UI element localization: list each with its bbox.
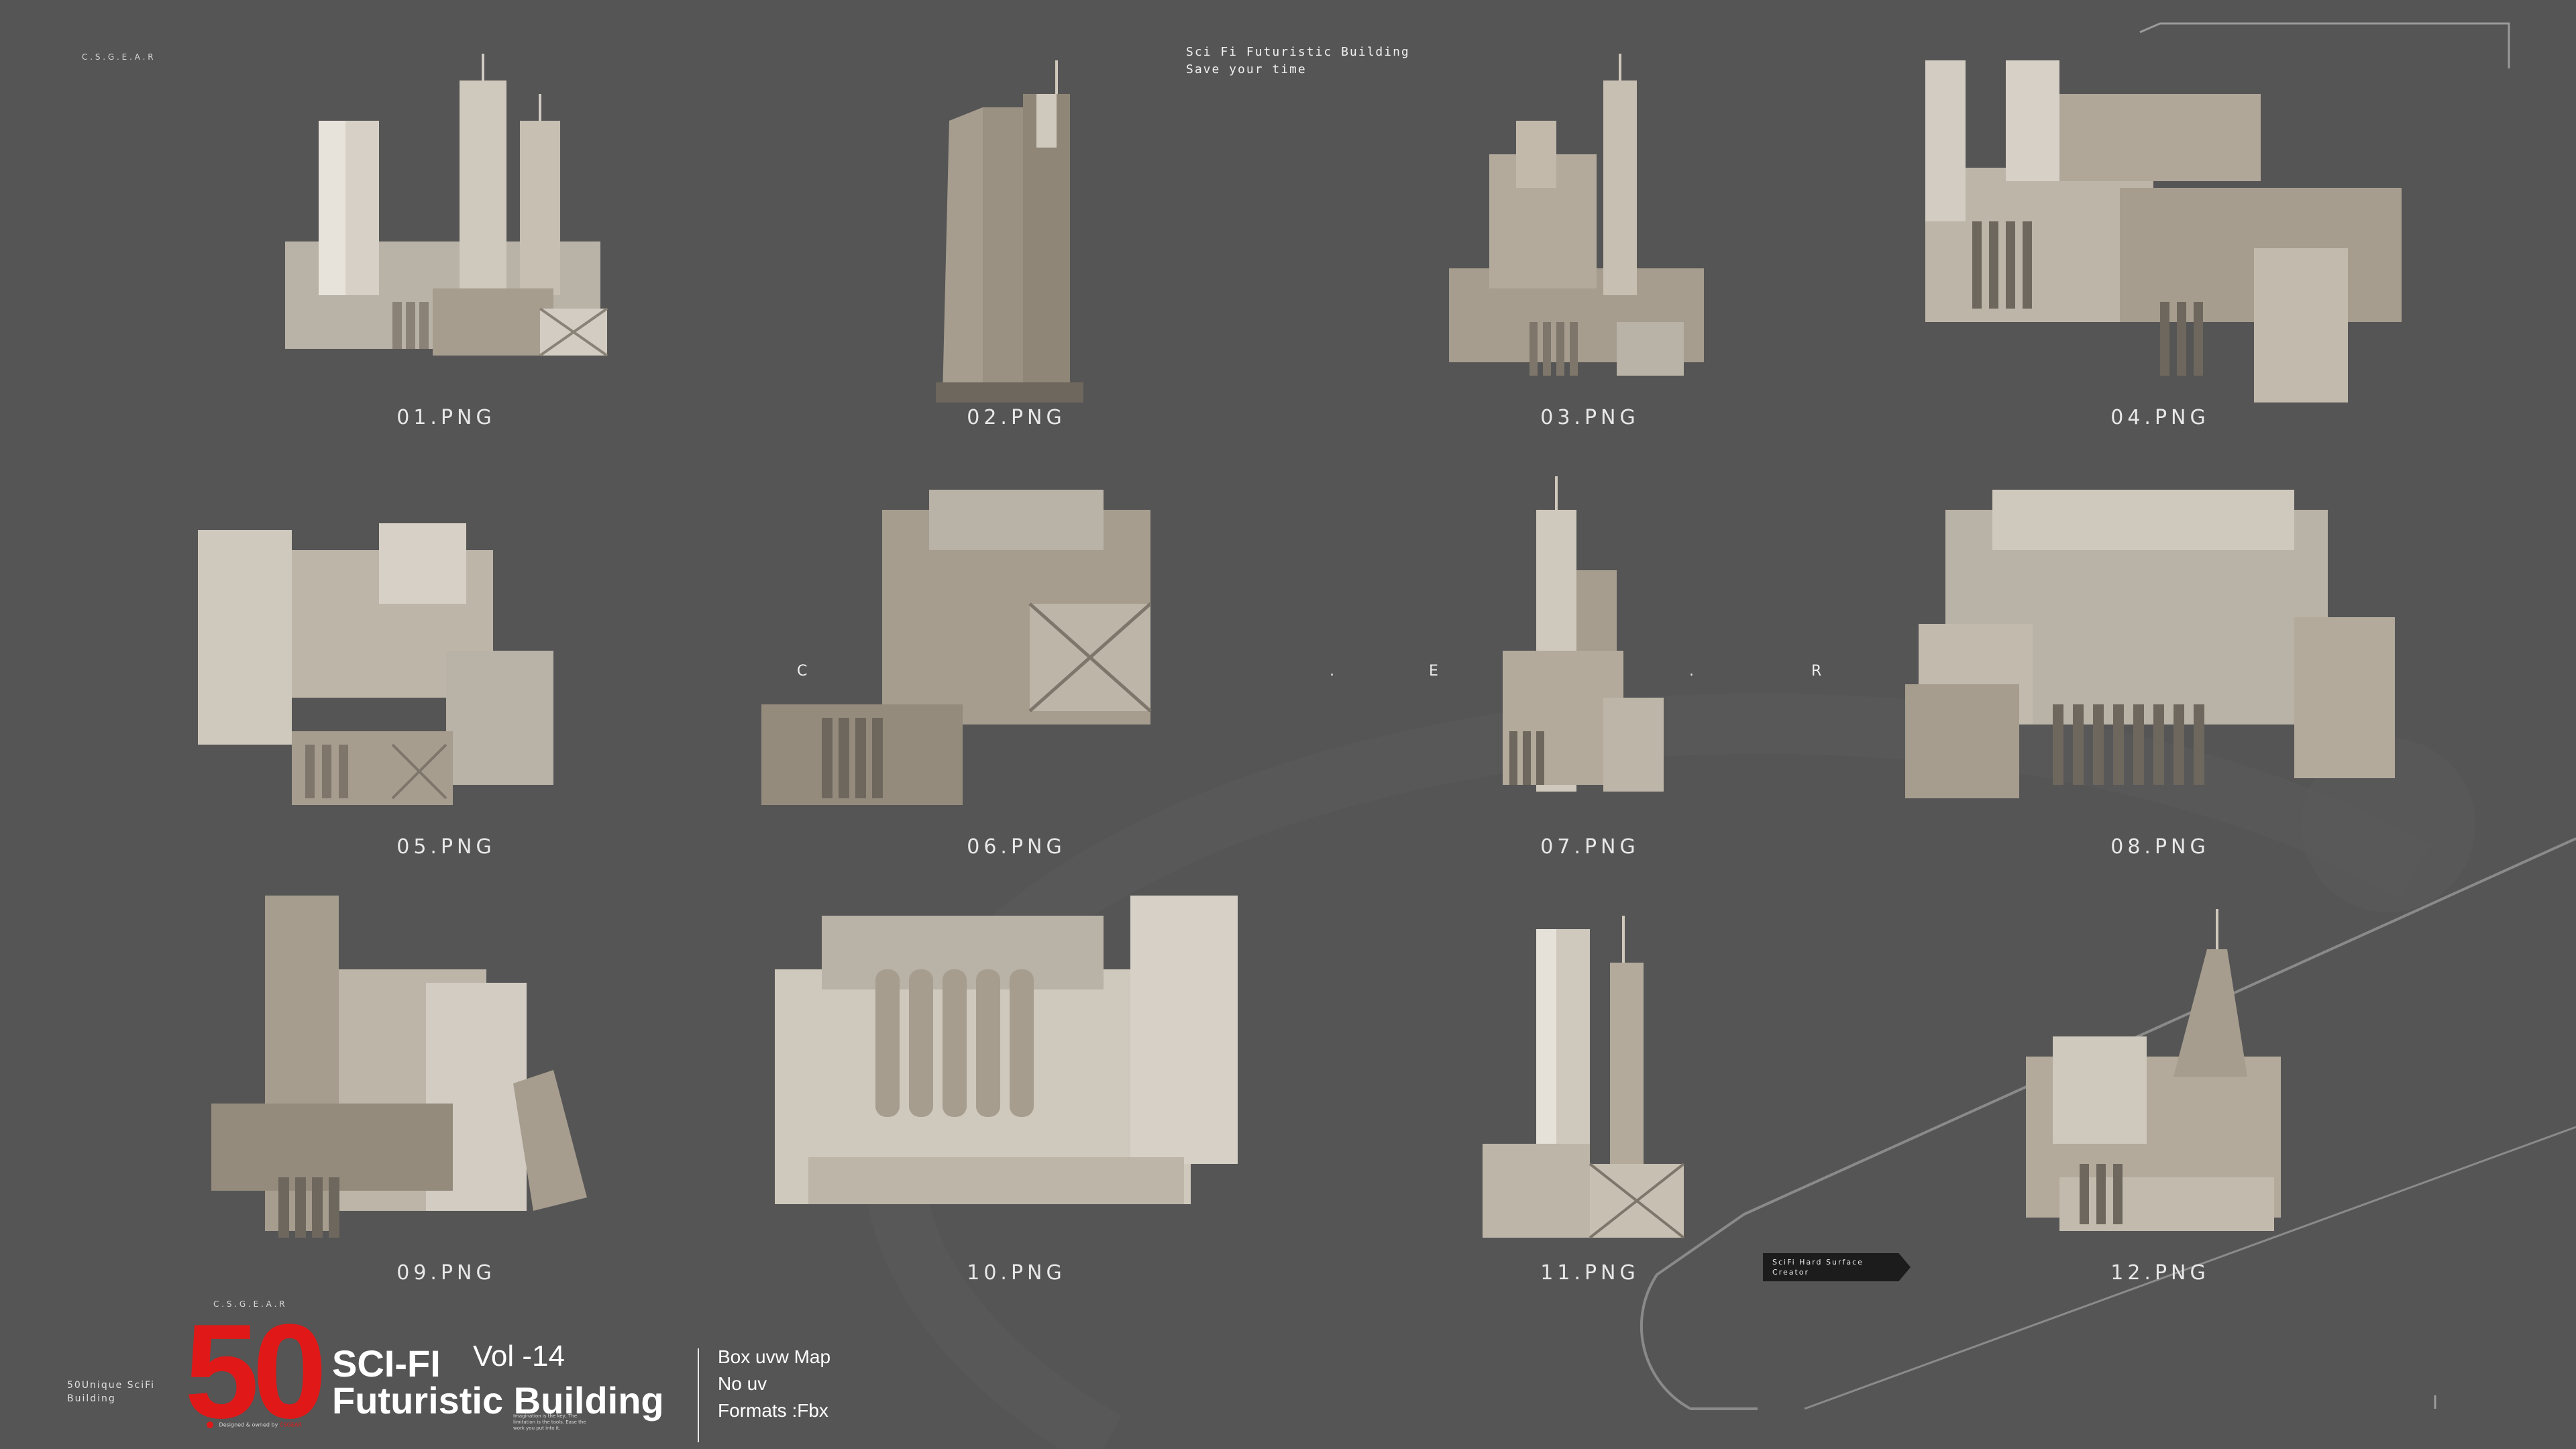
middle-letter: R [1811,663,1822,680]
spec-item: Formats :Fbx [718,1400,828,1421]
model-filename: 08.PNG [2110,835,2210,859]
middle-letter: . [1330,663,1334,680]
spec-item: Box uvw Map [718,1346,831,1367]
brand-spaced-letters-top: C . S . G . E . A . R [82,52,154,62]
model-card[interactable]: 10.PNG [761,875,1271,1305]
building-render-07 [1503,476,1664,792]
building-render-08 [1905,490,2395,798]
building-render-02 [936,60,1083,402]
middle-letter: C [797,663,808,680]
volume-label: Vol -14 [473,1340,565,1373]
building-render-09 [211,896,587,1238]
model-card[interactable]: 05.PNG [191,449,701,879]
brand-spaced-letters-bottom: C . S . G . E . A . R [213,1299,285,1309]
spec-list: Box uvw Map No uv Formats :Fbx [718,1344,830,1424]
building-render-03 [1449,54,1704,376]
footer-small-caption: 50Unique SciFi Building [67,1379,155,1405]
model-card[interactable]: 01.PNG [191,20,701,449]
model-filename: 09.PNG [396,1261,496,1285]
collection-title-line-1: SCI-FI [332,1342,441,1385]
model-filename: 03.PNG [1540,406,1640,429]
header-title-block: Sci Fi Futuristic Building Save your tim… [1186,44,1410,78]
building-render-05 [198,523,553,805]
footer-small-line: 50Unique SciFi [67,1380,156,1391]
building-render-04 [1925,60,2402,402]
middle-letter: . [1689,663,1694,680]
tag-line: Creator [1772,1268,1810,1277]
model-filename: 12.PNG [2110,1261,2210,1285]
model-card[interactable]: 03.PNG [1335,20,1845,449]
model-filename: 01.PNG [396,406,496,429]
building-render-10 [775,896,1238,1204]
tag-line: SciFi Hard Surface [1772,1258,1864,1267]
collection-title-line-2: Futuristic Building [332,1379,664,1421]
model-card[interactable]: 09.PNG [191,875,701,1305]
brand-dot-icon [207,1421,213,1428]
building-render-06 [761,490,1152,805]
designer-credit: Designed & owned by CSGEAR [207,1421,302,1428]
hard-surface-tag: SciFi Hard Surface Creator [1763,1253,1911,1281]
model-filename: 02.PNG [967,406,1066,429]
model-card[interactable]: 07.PNG [1335,449,1845,879]
building-render-12 [2026,909,2281,1231]
model-filename: 10.PNG [967,1261,1066,1285]
model-card[interactable]: 02.PNG [761,20,1271,449]
model-filename: 04.PNG [2110,406,2210,429]
footer-divider [698,1348,699,1442]
header-subtitle: Save your time [1186,62,1307,76]
model-filename: 11.PNG [1540,1261,1640,1285]
footer-small-line: Building [67,1393,116,1404]
collection-count: 50 [184,1297,327,1446]
model-card[interactable]: 06.PNG [761,449,1271,879]
model-filename: 06.PNG [967,835,1066,859]
model-card[interactable]: 12.PNG [1905,875,2415,1305]
designer-brand: CSGEAR [279,1421,302,1428]
model-card[interactable]: 04.PNG [1905,20,2415,449]
middle-letter: E [1429,663,1438,680]
building-render-01 [285,54,608,357]
model-filename: 05.PNG [396,835,496,859]
tagline: Imagination is the key, The limitation i… [513,1413,586,1431]
designer-prefix: Designed & owned by [219,1421,278,1428]
spec-item: No uv [718,1373,767,1394]
model-card[interactable]: 08.PNG [1905,449,2415,879]
model-filename: 07.PNG [1540,835,1640,859]
header-title: Sci Fi Futuristic Building [1186,45,1410,59]
building-render-11 [1483,916,1685,1239]
model-card[interactable]: 11.PNG [1335,875,1845,1305]
